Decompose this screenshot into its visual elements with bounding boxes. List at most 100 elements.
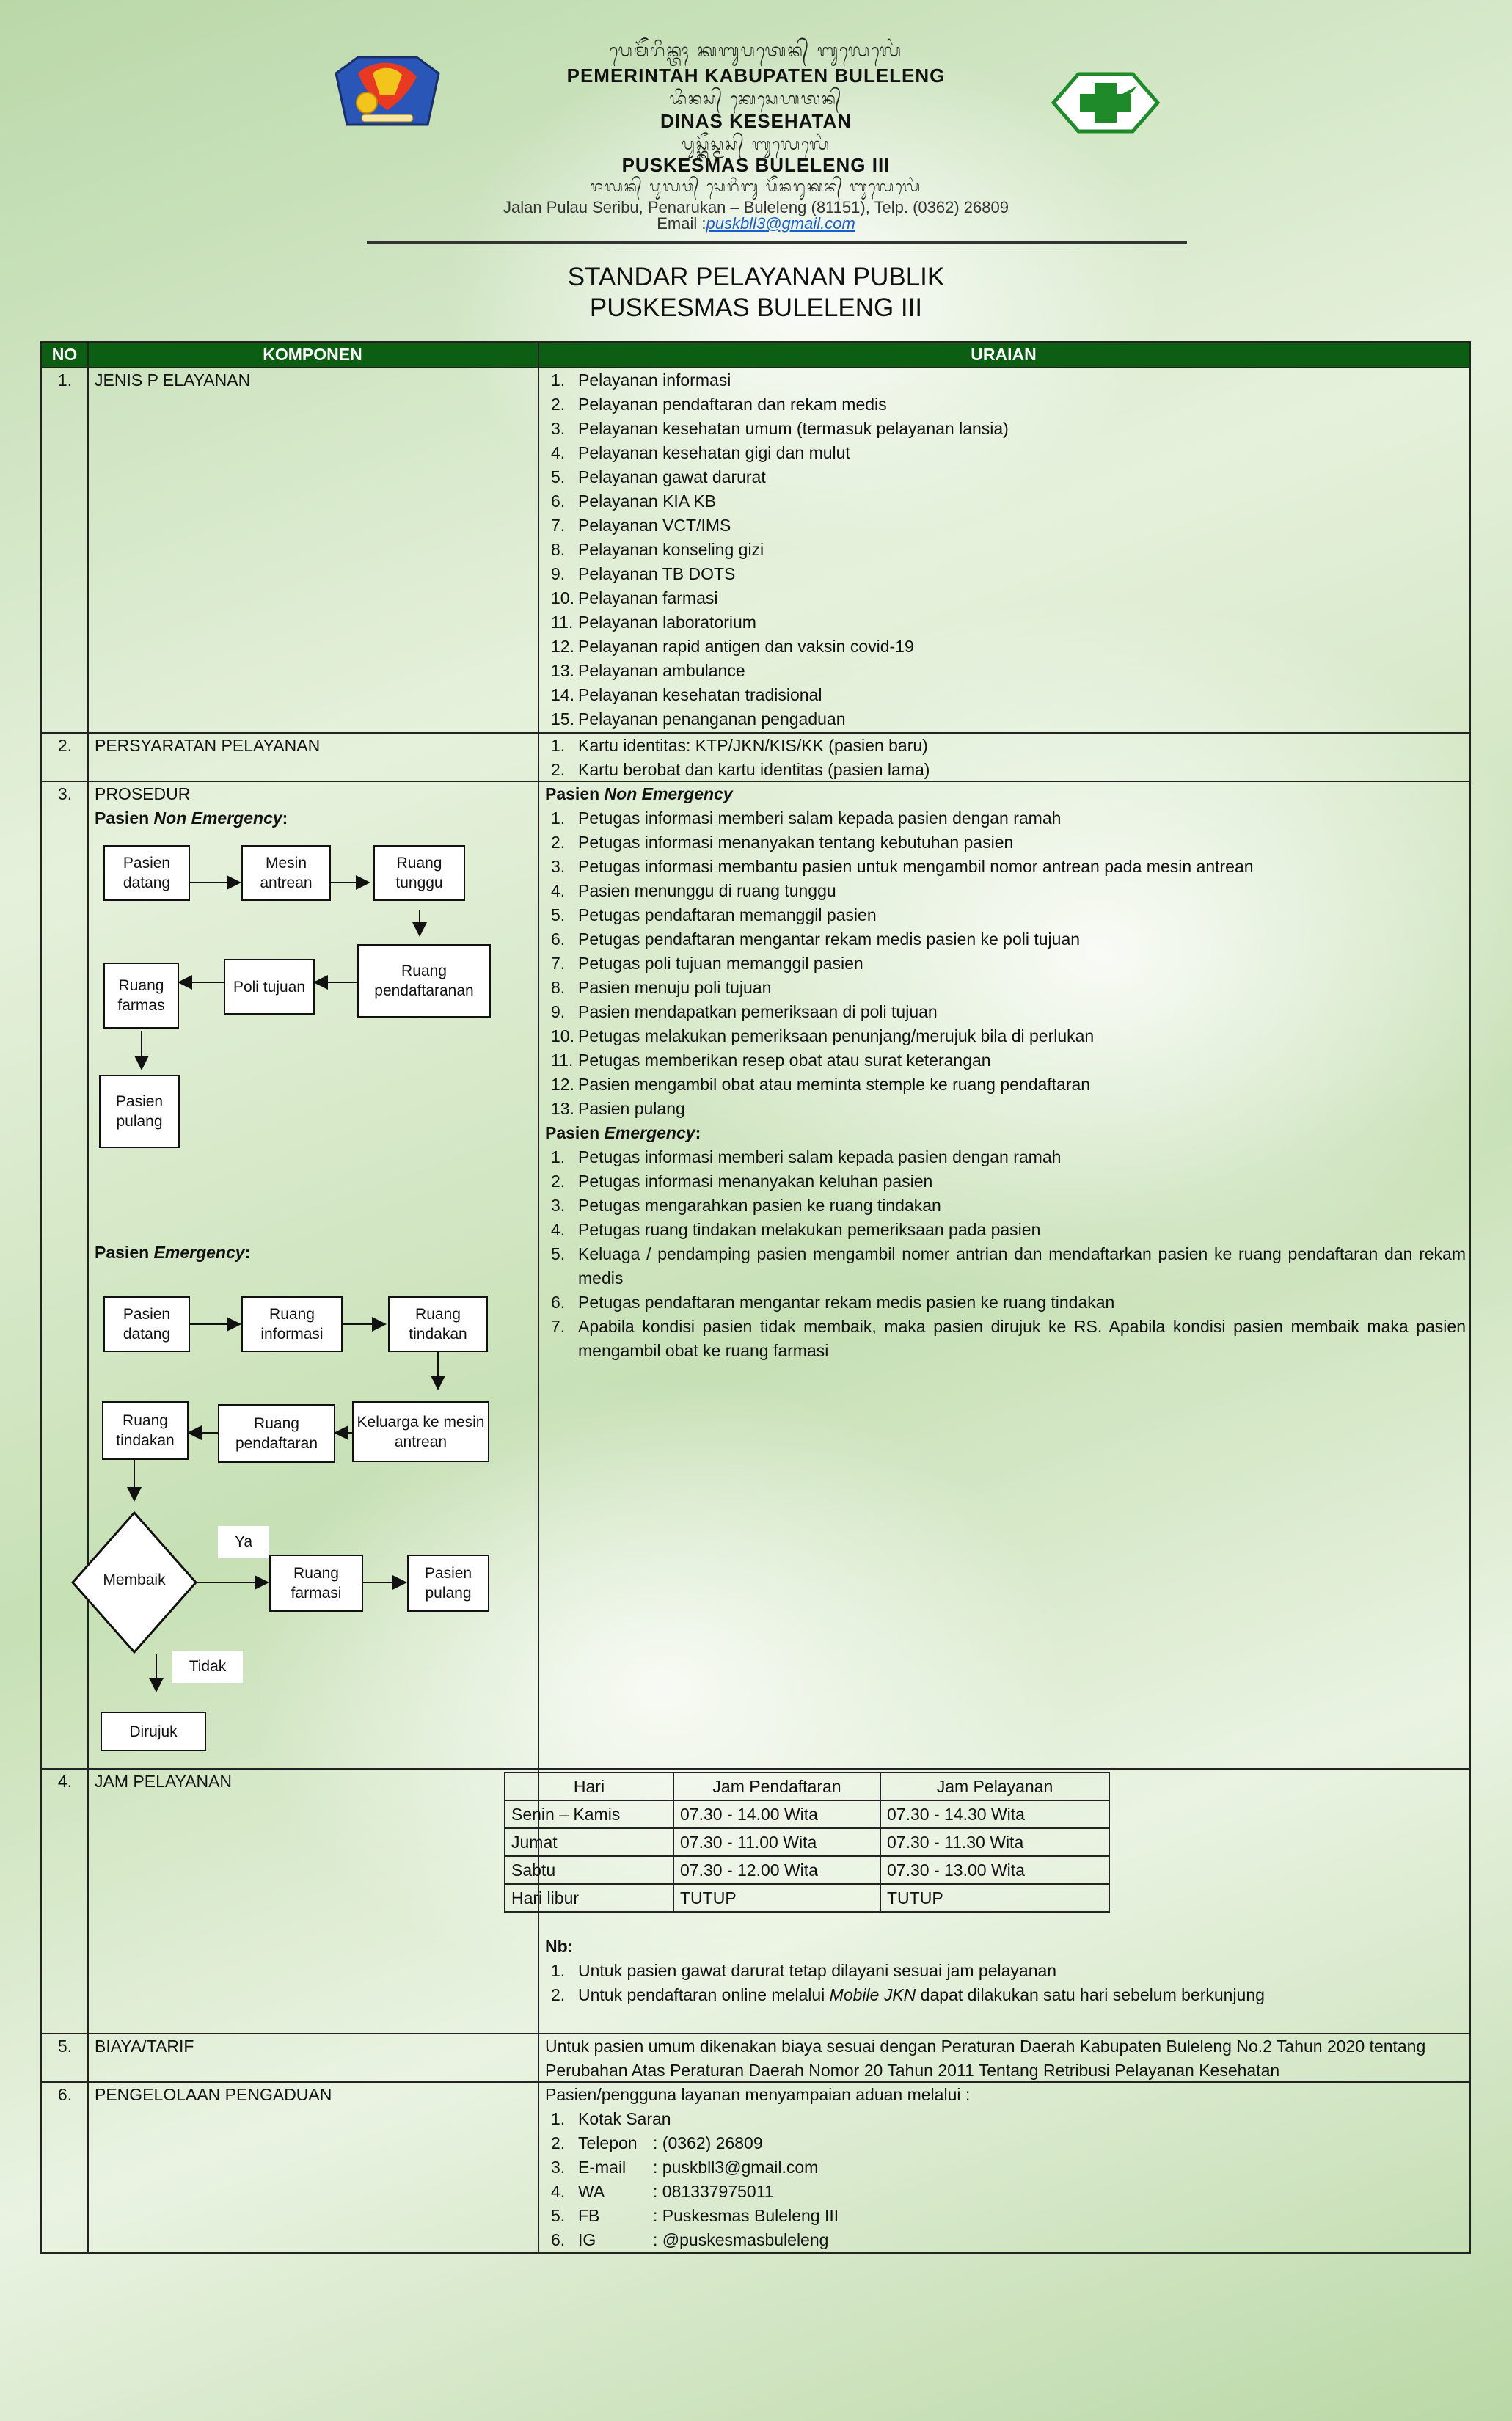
service-item-text: Pelayanan gawat darurat: [578, 467, 766, 486]
emergency-step: 5.Keluaga / pendamping pasien mengambil …: [551, 1244, 1466, 1288]
note-item: 2.Untuk pendaftaran online melalui Mobil…: [551, 1985, 1265, 2004]
service-item-text: Pelayanan kesehatan umum (termasuk pelay…: [578, 419, 1009, 438]
service-item-text: Pelayanan penanganan pengaduan: [578, 709, 846, 729]
label-emphasis: Emergency: [153, 1243, 245, 1262]
schedule-header: Hari: [504, 1772, 674, 1801]
emergency-step-text: Petugas ruang tindakan melakukan pemerik…: [578, 1220, 1041, 1239]
channel-value: : Puskesmas Buleleng III: [653, 2206, 839, 2225]
schedule-cell: TUTUP: [673, 1883, 881, 1913]
column-header-no: NO: [42, 343, 87, 367]
department-name: DINAS KESEHATAN: [660, 110, 852, 132]
procedure-step-text: Petugas pendaftaran memanggil pasien: [578, 905, 877, 924]
service-item: 3.Pelayanan kesehatan umum (termasuk pel…: [551, 419, 1009, 438]
complaint-channel: 5.FB: Puskesmas Buleleng III: [545, 2204, 1462, 2228]
service-hours-table: Hari Jam Pendaftaran Jam Pelayanan Senin…: [504, 1772, 1110, 1913]
label-colon: :: [244, 1243, 251, 1262]
email-link[interactable]: puskbll3@gmail.com: [706, 214, 855, 233]
schedule-cell: Jumat: [504, 1827, 674, 1857]
service-item: 9.Pelayanan TB DOTS: [551, 564, 736, 583]
requirements-list: 1.Kartu identitas: KTP/JKN/KIS/KK (pasie…: [545, 734, 1462, 782]
complaint-channel: 3.E-mail: puskbll3@gmail.com: [545, 2155, 1462, 2180]
procedure-step-text: Pasien mengambil obat atau meminta stemp…: [578, 1075, 1091, 1094]
requirement-item: 2.Kartu berobat dan kartu identitas (pas…: [551, 760, 930, 779]
channel-label: Kotak Saran: [578, 2109, 671, 2128]
procedure-step: 1.Petugas informasi memberi salam kepada…: [551, 808, 1062, 828]
service-item: 1.Pelayanan informasi: [551, 370, 731, 390]
label-text: Pasien: [95, 808, 150, 828]
procedure-step-text: Petugas pendaftaran mengantar rekam medi…: [578, 930, 1081, 949]
procedure-step-text: Petugas memberikan resep obat atau surat…: [578, 1051, 991, 1070]
emergency-step: 2.Petugas informasi menanyakan keluhan p…: [551, 1172, 933, 1191]
label-colon: :: [282, 808, 288, 828]
channel-label: E-mail: [578, 2158, 627, 2177]
schedule-cell: Senin – Kamis: [504, 1800, 674, 1829]
emergency-step: 1.Petugas informasi memberi salam kepada…: [551, 1147, 1062, 1166]
non-emergency-heading: Pasien Non Emergency: [545, 782, 1466, 806]
procedure-step-text: Petugas informasi memberi salam kepada p…: [578, 808, 1062, 828]
component-label: JAM PELAYANAN: [95, 1772, 233, 1791]
document-title: STANDAR PELAYANAN PUBLIK: [567, 263, 945, 291]
decision-no-label: Tidak: [172, 1651, 243, 1683]
procedure-step: 13.Pasien pulang: [551, 1099, 685, 1118]
component-label: PENGELOLAAN PENGADUAN: [95, 2085, 332, 2104]
fee-line: Perubahan Atas Peraturan Daerah Nomor 20…: [545, 2061, 1280, 2080]
emergency-step: 7.Apabila kondisi pasien tidak membaik, …: [551, 1317, 1466, 1360]
flow-box-ruang-pendaftaran: Ruang pendaftaran: [218, 1404, 335, 1463]
decision-yes-label: Ya: [218, 1526, 269, 1558]
service-item-text: Pelayanan pendaftaran dan rekam medis: [578, 395, 887, 414]
complaint-channel: 1.Kotak Saran: [545, 2107, 1462, 2131]
row-divider: [42, 1768, 1469, 1770]
flow-box-pasien-datang: Pasien datang: [103, 1296, 190, 1352]
emergency-step: 4.Petugas ruang tindakan melakukan pemer…: [551, 1220, 1041, 1239]
emergency-step: 3.Petugas mengarahkan pasien ke ruang ti…: [551, 1196, 941, 1215]
channel-label: Telepon: [578, 2133, 638, 2152]
column-divider: [538, 343, 539, 2252]
service-item: 2.Pelayanan pendaftaran dan rekam medis: [551, 395, 887, 414]
channel-value: : (0362) 26809: [653, 2133, 763, 2152]
row-divider: [42, 2081, 1469, 2083]
heading-colon: :: [695, 1123, 701, 1142]
emergency-step-text: Keluaga / pendamping pasien mengambil no…: [578, 1244, 1466, 1288]
procedure-step-text: Petugas informasi membantu pasien untuk …: [578, 857, 1254, 876]
component-label: PERSYARATAN PELAYANAN: [95, 736, 321, 755]
schedule-cell: Sabtu: [504, 1855, 674, 1885]
service-item-text: Pelayanan TB DOTS: [578, 564, 736, 583]
channel-value: : @puskesmasbuleleng: [653, 2230, 829, 2249]
row-divider: [42, 781, 1469, 782]
row-number: 3.: [57, 784, 73, 803]
heading-emphasis: Emergency: [604, 1123, 695, 1142]
schedule-cell: 07.30 - 14.30 Wita: [880, 1800, 1110, 1829]
decision-membaik: Membaik: [93, 1571, 175, 1589]
row-divider: [42, 2033, 1469, 2034]
service-item: 10.Pelayanan farmasi: [551, 588, 718, 607]
notes-list: 1.Untuk pasien gawat darurat tetap dilay…: [545, 1959, 1462, 2007]
label-text: Pasien: [95, 1243, 150, 1262]
flow-box-ruang-pendaftaran: Ruang pendaftaranan: [357, 944, 491, 1018]
service-item-text: Pelayanan konseling gizi: [578, 540, 764, 559]
note-label: Nb:: [545, 1937, 574, 1956]
channel-value: : puskbll3@gmail.com: [653, 2158, 819, 2177]
row-number: 4.: [57, 1772, 73, 1791]
balinese-script-line: ᬤᬶᬦᬲ᭄ ᬓᬾᬲᬾᬳᬢᬦ᭄: [669, 90, 843, 109]
service-item: 6.Pelayanan KIA KB: [551, 492, 716, 511]
complaint-channel: 6.IG: @puskesmasbuleleng: [545, 2228, 1462, 2252]
service-item: 8.Pelayanan konseling gizi: [551, 540, 764, 559]
balinese-script-line: ᬚᬮᬦ᭄ ᬧᬸᬮᬯ᭄ ᬲᬾᬭᬶᬩᬸ ᬧᭂᬦᬭᬸᬓᬦ᭄ ᬩᬸᬮᬾᬮᬾᬂ: [590, 178, 922, 195]
schedule-header-row: Hari Jam Pendaftaran Jam Pelayanan: [504, 1772, 1110, 1801]
column-divider: [87, 343, 89, 2252]
service-item-text: Pelayanan kesehatan tradisional: [578, 685, 822, 704]
column-header-komponen: KOMPONEN: [87, 343, 538, 367]
service-item-text: Pelayanan laboratorium: [578, 613, 756, 632]
flow-box-pasien-pulang: Pasien pulang: [407, 1555, 489, 1612]
note-text: Untuk pendaftaran online melalui: [578, 1985, 825, 2004]
heading-emphasis: Non Emergency: [604, 784, 733, 803]
flow-box-keluarga-mesin-antrean: Keluarga ke mesin antrean: [352, 1401, 489, 1462]
service-item: 13.Pelayanan ambulance: [551, 661, 745, 680]
schedule-header: Jam Pendaftaran: [673, 1772, 881, 1801]
header-divider: [367, 241, 1187, 244]
row-divider: [42, 367, 1469, 368]
procedure-step: 2.Petugas informasi menanyakan tentang k…: [551, 833, 1014, 852]
requirement-item-text: Kartu identitas: KTP/JKN/KIS/KK (pasien …: [578, 736, 928, 755]
